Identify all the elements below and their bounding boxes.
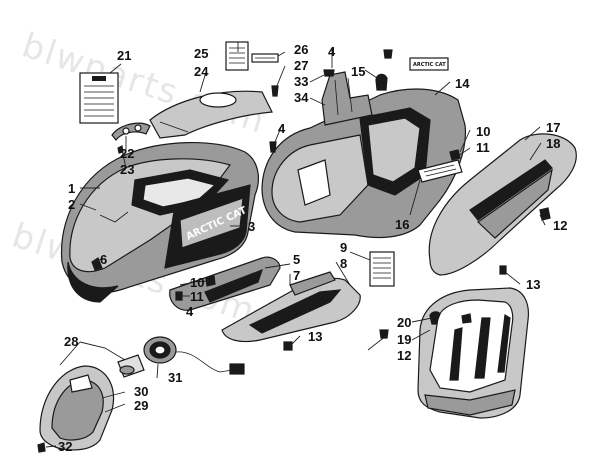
callout-10-lower: 10 [190,275,204,290]
decal-strip-26 [251,53,279,63]
callout-10-upper: 10 [476,124,490,139]
front-hood: ARCTIC CAT [60,142,259,303]
callout-3: 3 [248,219,255,234]
callout-16: 16 [395,217,409,232]
callout-20: 20 [397,315,411,330]
callout-8: 8 [340,256,347,271]
decal-sheet-21 [79,72,119,124]
callout-29: 29 [134,398,148,413]
callout-2: 2 [68,197,75,212]
callout-11-lower: 11 [190,289,204,304]
headlight-bulb [117,354,145,378]
fasteners [175,49,507,351]
callout-6: 6 [100,252,107,267]
callout-5: 5 [293,252,300,267]
decal-sheet-25 [225,41,249,71]
callout-13-right: 13 [526,277,540,292]
seat [417,287,530,419]
callout-15: 15 [351,64,365,79]
callout-4-top: 4 [328,44,336,59]
callout-11-upper: 11 [476,140,490,155]
callout-12-upper: 12 [553,218,567,233]
callout-28: 28 [64,334,78,349]
decal-sheet-9 [369,251,395,287]
callout-25: 25 [194,46,208,61]
brand-decal-text: ARCTIC CAT [413,62,446,68]
right-front-fender [221,271,361,343]
callout-26: 26 [294,42,308,57]
left-front-fender [169,256,281,311]
callout-17: 17 [546,120,560,135]
callout-21: 21 [117,48,131,63]
callout-19: 19 [397,332,411,347]
right-side-panel [428,133,577,276]
leader-lines [45,42,546,448]
callout-13-center: 13 [308,329,322,344]
callout-9: 9 [340,240,347,255]
callout-7: 7 [293,268,300,283]
callout-31: 31 [168,370,182,385]
callout-12-lower: 12 [397,348,411,363]
callout-34: 34 [294,90,309,105]
callout-23: 23 [120,162,134,177]
callout-4-lower: 4 [186,304,194,319]
headlight-trim [111,122,151,154]
callout-4-upper: 4 [278,121,286,136]
callout-22: 22 [120,146,134,161]
headlight-socket [143,336,245,375]
brand-decal-14: ARCTIC CAT [409,57,449,71]
headlight-housing [37,365,114,453]
callout-1: 1 [68,181,75,196]
callout-33: 33 [294,74,308,89]
callout-32: 32 [58,439,72,454]
callout-18: 18 [546,136,560,151]
rear-body [261,71,467,239]
callout-24: 24 [194,64,209,79]
windscreen-panel [149,90,273,139]
callout-30: 30 [134,384,148,399]
side-decal [417,159,463,183]
callout-labels: 1 2 3 4 4 4 5 6 7 8 9 10 10 11 11 12 12 … [58,42,567,454]
callout-27: 27 [294,58,308,73]
callout-14: 14 [455,76,470,91]
